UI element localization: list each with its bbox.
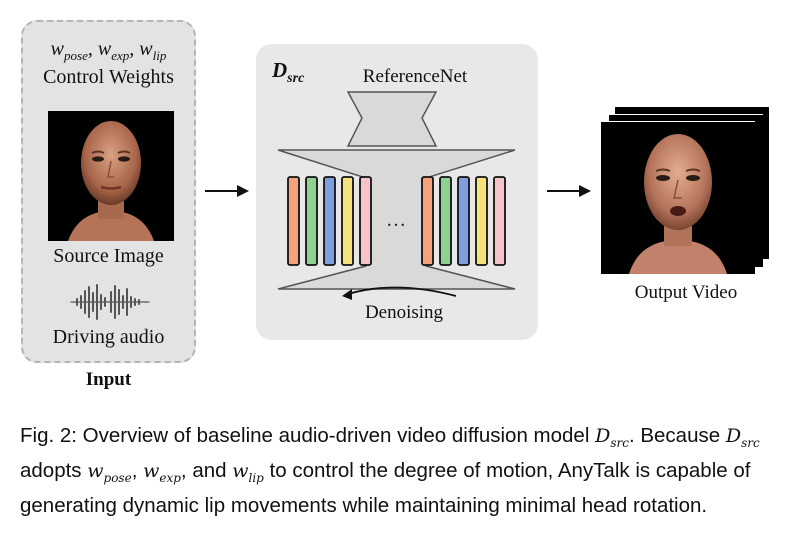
unet-feature-block (439, 176, 452, 266)
input-title: Input (85, 369, 132, 390)
driving-audio-label: Driving audio (52, 326, 165, 348)
source-image (48, 111, 174, 241)
unet-feature-block (287, 176, 300, 266)
referencenet-label: ReferenceNet (362, 66, 468, 87)
denoising-label: Denoising (364, 302, 444, 323)
control-weights-symbols: wpose, wexp, wlip (50, 38, 167, 63)
arrow-right-icon (547, 185, 591, 197)
unet-feature-block (323, 176, 336, 266)
output-video-frame (600, 121, 755, 274)
unet-feature-block (421, 176, 434, 266)
unet-feature-block (457, 176, 470, 266)
referencenet-block (346, 91, 438, 147)
source-image-label: Source Image (53, 245, 164, 267)
arrow-right-icon (205, 185, 249, 197)
audio-waveform-icon (70, 284, 150, 320)
unet-feature-block (475, 176, 488, 266)
dsrc-panel: Dsrc ReferenceNet … Denoising (256, 44, 538, 340)
figure-caption: Fig. 2: Overview of baseline audio-drive… (20, 424, 760, 517)
unet-feature-block (341, 176, 354, 266)
input-panel: wpose, wexp, wlip Control Weights (21, 20, 196, 363)
denoising-arrow (347, 286, 457, 297)
ellipsis-text: … (386, 209, 406, 231)
unet-feature-block (305, 176, 318, 266)
figure: wpose, wexp, wlip Control Weights (21, 20, 769, 390)
dsrc-title: Dsrc (272, 58, 305, 87)
unet-feature-block (493, 176, 506, 266)
unet-feature-block (359, 176, 372, 266)
control-weights-label: Control Weights (43, 66, 174, 88)
output-video-label: Output Video (634, 282, 738, 303)
unet-diagram: … (277, 91, 516, 300)
